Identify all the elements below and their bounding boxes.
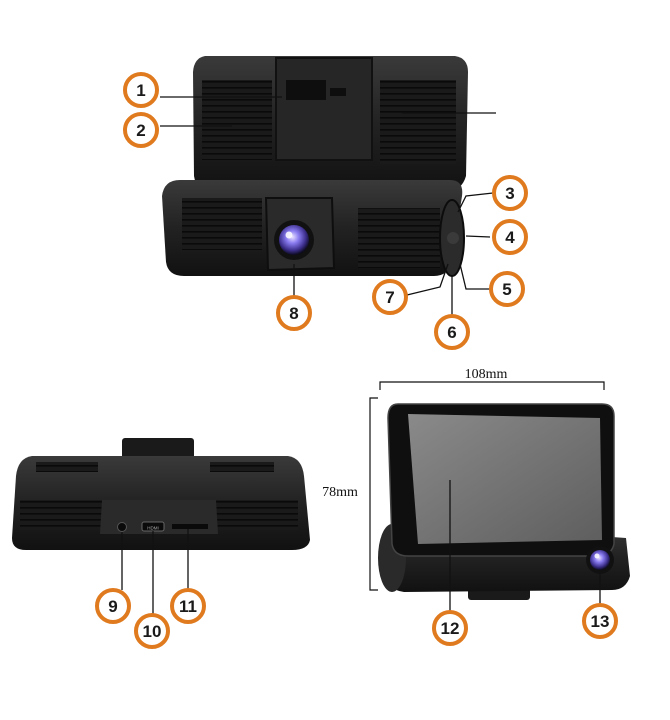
- sd-card-slot: [172, 524, 208, 529]
- svg-text:4: 4: [505, 228, 515, 247]
- svg-text:5: 5: [502, 280, 511, 299]
- callout-10: 10: [134, 613, 170, 649]
- callout-3: 3: [492, 175, 528, 211]
- svg-text:12: 12: [441, 619, 460, 638]
- front-lens: [590, 550, 610, 570]
- rear-lens: [279, 225, 309, 255]
- audio-jack: [117, 522, 127, 532]
- device-back-view: [162, 56, 468, 277]
- hdmi-label: HDMI: [147, 526, 159, 531]
- svg-text:8: 8: [289, 304, 298, 323]
- width-dimension-label: 108mm: [465, 367, 508, 382]
- callout-2: 2: [123, 112, 159, 148]
- front-leader-lines: [449, 480, 601, 612]
- lower-left-vent: [182, 198, 262, 250]
- svg-text:7: 7: [385, 288, 394, 307]
- device-bottom-view: HDMI: [12, 438, 310, 550]
- svg-text:3: 3: [505, 184, 514, 203]
- svg-text:6: 6: [447, 323, 456, 342]
- lcd-screen: [408, 414, 602, 544]
- callout-5: 5: [489, 271, 525, 307]
- top-leader-lines: [160, 96, 496, 316]
- svg-text:11: 11: [179, 597, 197, 616]
- side-button: [447, 232, 459, 244]
- callout-11: 11: [170, 588, 206, 624]
- port-2: [330, 88, 346, 96]
- callout-4: 4: [492, 219, 528, 255]
- svg-text:9: 9: [108, 597, 117, 616]
- usb-port-1: [286, 80, 326, 100]
- bottom-leader-lines: [121, 529, 189, 614]
- callout-13: 13: [582, 603, 618, 639]
- callout-badges: 1 2 3 4 5 6 7 8 9 10 11 12 13: [95, 72, 618, 649]
- height-dimension-label: 78mm: [322, 485, 358, 500]
- left-vent-grille: [202, 80, 272, 160]
- svg-text:10: 10: [143, 622, 162, 641]
- svg-text:1: 1: [136, 81, 145, 100]
- callout-7: 7: [372, 279, 408, 315]
- callout-1: 1: [123, 72, 159, 108]
- callout-6: 6: [434, 314, 470, 350]
- mount-slot: [275, 57, 373, 161]
- callout-12: 12: [432, 610, 468, 646]
- callout-9: 9: [95, 588, 131, 624]
- dimension-lines: [369, 381, 605, 591]
- svg-text:2: 2: [136, 121, 145, 140]
- right-vent-grille: [380, 80, 456, 164]
- lower-right-vent: [358, 208, 440, 268]
- svg-text:13: 13: [591, 612, 610, 631]
- callout-8: 8: [276, 295, 312, 331]
- device-front-view: [378, 403, 630, 600]
